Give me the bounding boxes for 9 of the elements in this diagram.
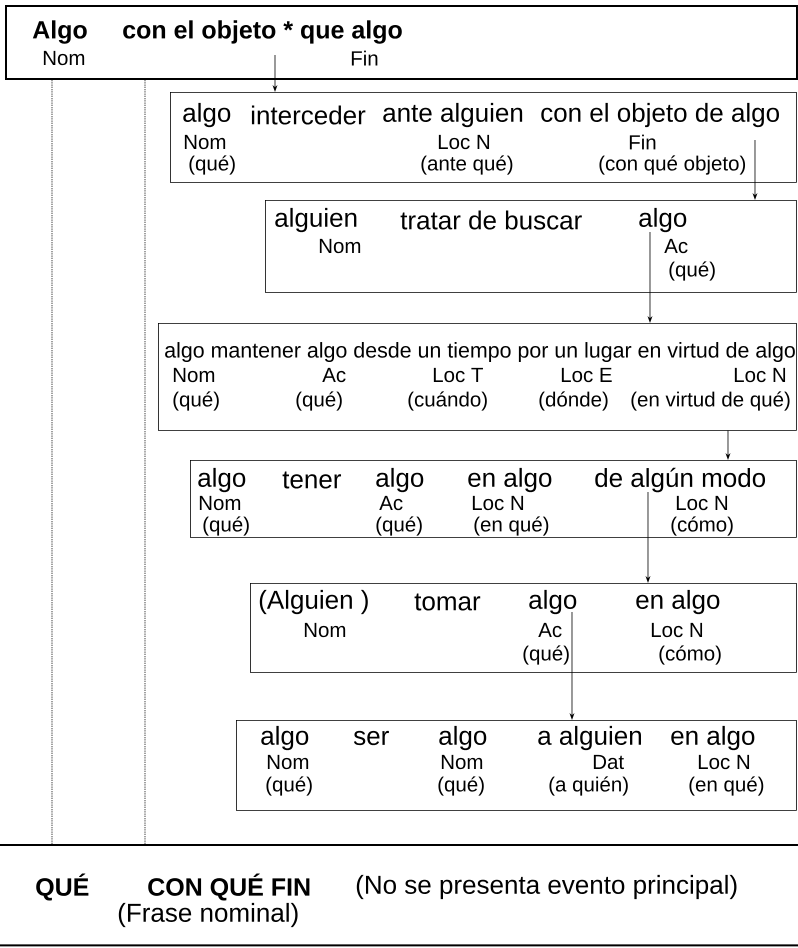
clause-box: algo mantener algo desde un tiempo por un lugar en virtud de algo Nom Ac Loc T Loc E Loc N (qué) (qué) (cuándo) (dónde) (en virtud de qué) [158,323,797,431]
clause-box: algo ser algo a alguien en algo Nom Nom Dat Loc N (qué) (qué) (a quién) (en qué) [236,720,797,811]
clause-box: (Alguien ) tomar algo en algo Nom Ac Loc N (qué) (cómo) [250,583,797,673]
clause-box: algo tener algo en algo de algún modo Nom Ac Loc N Loc N (qué) (qué) (en qué) (cómo) [190,460,797,538]
summary-band: QUÉ CON QUÉ FIN (No se presenta evento principal) (Frase nominal) [0,844,798,946]
clause-box: alguien tratar de buscar algo Nom Ac (qué) [265,200,797,293]
connector-line [144,80,146,846]
heading-box: Algo con el objeto * que algo Nom Fin [5,5,798,80]
clause-box: algo interceder ante alguien con el objeto de algo Nom Loc N Fin (qué) (ante qué) (con qué objeto) [170,92,797,183]
